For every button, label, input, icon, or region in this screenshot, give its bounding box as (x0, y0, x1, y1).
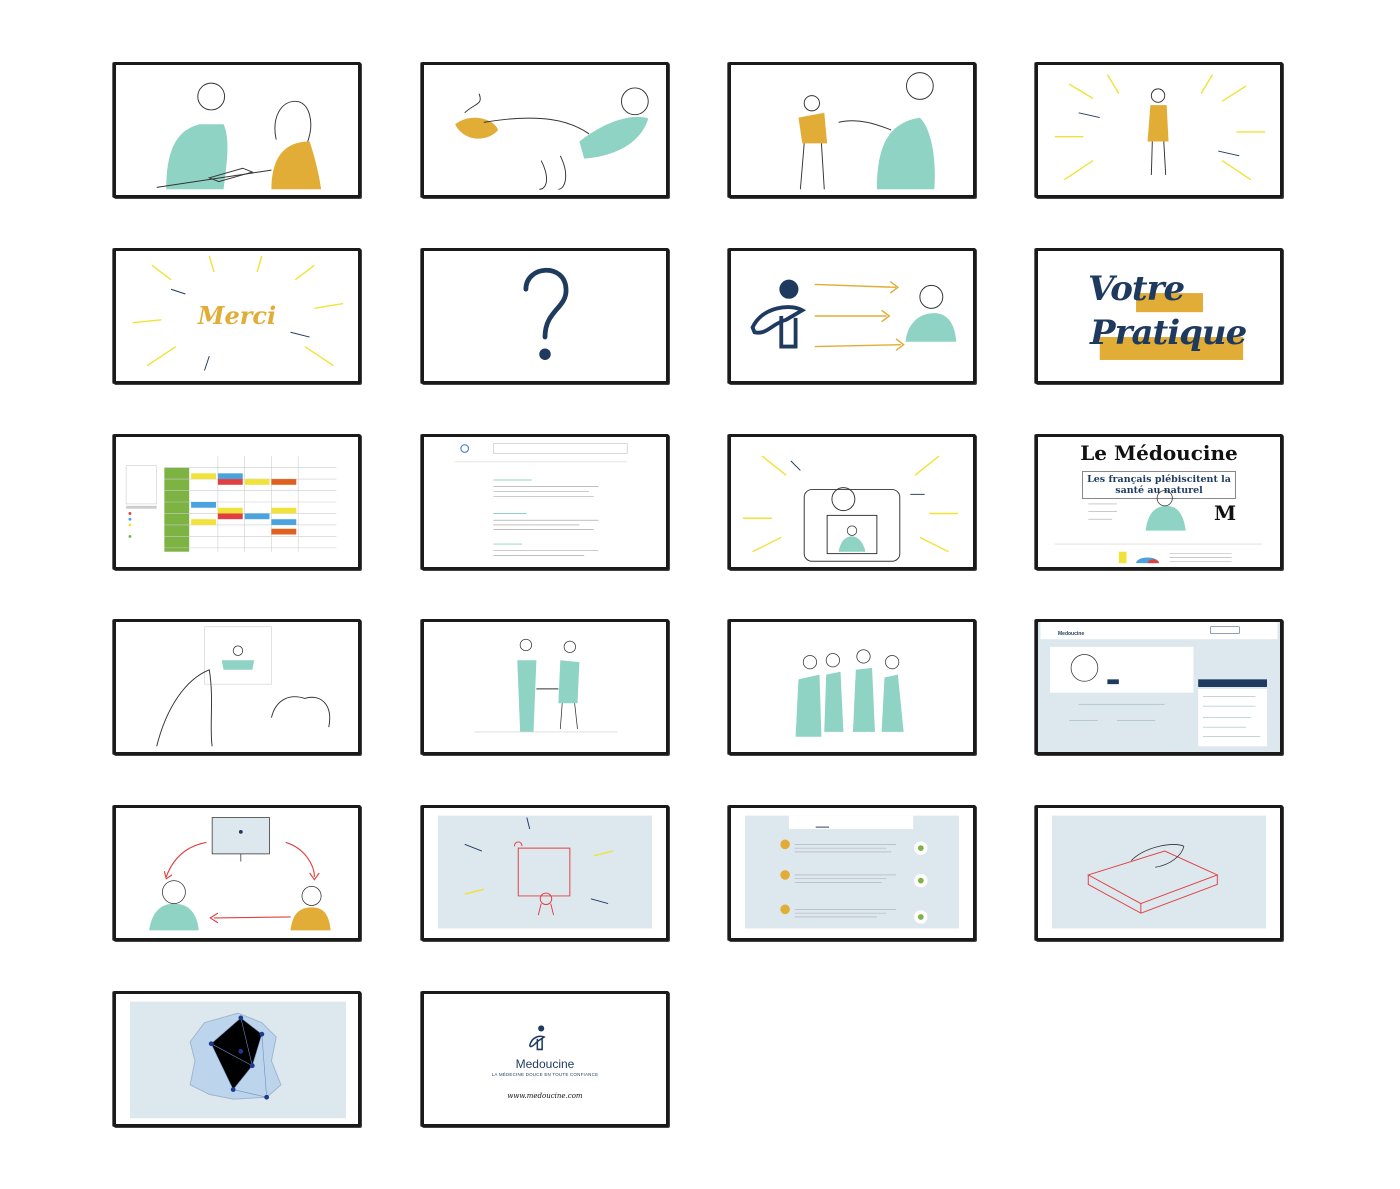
storyboard-frame-11-camera (728, 434, 976, 570)
camera-illustration (743, 455, 959, 562)
relaxation-illustration (455, 87, 649, 190)
storyboard-frame-9-calendar (113, 434, 361, 570)
storyboard-frame-18-certificate (421, 805, 669, 941)
closing-logo (528, 1025, 546, 1051)
storyboard-frame-8-votre-pratique: Votre Pratique (1035, 248, 1283, 384)
closing-brand-name: Medoucine (515, 1057, 575, 1071)
storyboard-frame-2-relaxation (421, 62, 669, 198)
storyboard-frame-4-spotlight (1035, 62, 1283, 198)
newspaper-headline: Les français plébiscitent la santé au na… (1082, 471, 1236, 499)
question-mark-icon (523, 267, 569, 360)
storyboard-frame-13-workshop (113, 619, 361, 755)
medoucine-logo-icon (779, 279, 799, 299)
profile-brand: Medoucine (1058, 631, 1085, 637)
newspaper-masthead: Le Médoucine (1080, 441, 1238, 465)
storyboard-frame-14-handshake (421, 619, 669, 755)
storyboard-frame-3-greeting (728, 62, 976, 198)
storyboard-frame-10-search-results (421, 434, 669, 570)
code-book-illustration (1051, 815, 1267, 929)
greeting-illustration (798, 72, 935, 190)
storyboard-frame-17-cycle (113, 805, 361, 941)
certificate-illustration (437, 815, 653, 929)
monitor-icon (211, 817, 270, 855)
book-appointment-button (1198, 679, 1268, 687)
storyboard-frame-22-closing: Medoucine LA MÉDECINE DOUCE EN TOUTE CON… (421, 991, 669, 1127)
calendar-grid-illustration (125, 456, 337, 552)
pratique-text: Pratique (1090, 313, 1247, 353)
thumbs-up-icon (917, 845, 924, 852)
closing-tagline: LA MÉDECINE DOUCE EN TOUTE CONFIANCE (491, 1072, 599, 1077)
merci-rays (132, 255, 344, 371)
thumbs-up-icon (917, 877, 924, 884)
thumbs-up-icon (917, 914, 924, 920)
logo-to-practitioner-illustration (750, 279, 957, 351)
search-logo-icon (460, 444, 470, 453)
storyboard-frame-1-consultation (113, 62, 361, 198)
workshop-illustration (156, 626, 331, 747)
storyboard-frame-20-code-book (1035, 805, 1283, 941)
storyboard-frame-15-team (728, 619, 976, 755)
highlight-bars (1099, 293, 1244, 360)
storyboard-frame-12-newspaper: Le Médoucine Les français plébiscitent l… (1035, 434, 1283, 570)
storyboard-frame-6-question (421, 248, 669, 384)
france-map-illustration (129, 1001, 346, 1119)
merci-text: Merci (197, 301, 277, 330)
profile-page-illustration (1040, 622, 1278, 747)
search-results-illustration (455, 443, 628, 556)
storyboard-frame-19-reviews (728, 805, 976, 941)
votre-text: Votre (1088, 269, 1185, 309)
cycle-illustration (149, 817, 331, 931)
closing-url: www.medoucine.com (507, 1092, 583, 1100)
team-illustration (795, 649, 904, 737)
handshake-illustration (474, 638, 618, 733)
reviews-illustration (744, 815, 960, 929)
storyboard-frame-16-profile-page: Medoucine (1035, 619, 1283, 755)
storyboard-frame-21-france-map (113, 991, 361, 1127)
newspaper-monogram: M (1214, 501, 1237, 525)
medoucine-logo-icon (538, 1025, 545, 1032)
storyboard-frame-7-connection (728, 248, 976, 384)
spotlight-illustration (1054, 74, 1266, 181)
storyboard-frame-5-merci: Merci (113, 248, 361, 384)
consultation-illustration (156, 82, 322, 190)
newspaper-illustration (1054, 490, 1263, 564)
